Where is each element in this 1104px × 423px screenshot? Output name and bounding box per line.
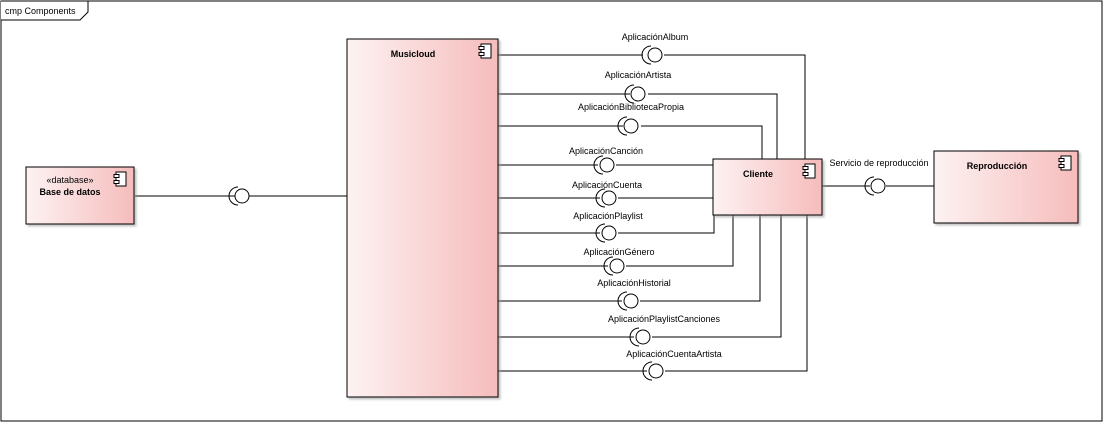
reproduccion-name: Reproducción [967, 161, 1028, 171]
component-database[interactable]: «database» Base de datos [25, 166, 135, 225]
label-playlist-canciones: AplicaciónPlaylistCanciones [608, 314, 721, 324]
interface-playlist-socket [595, 223, 617, 243]
label-playlist: AplicaciónPlaylist [573, 211, 643, 221]
interface-labels: AplicaciónAlbum AplicaciónArtista Aplica… [569, 32, 929, 359]
component-icon [802, 163, 816, 179]
label-cuenta-artista: AplicaciónCuentaArtista [626, 349, 722, 359]
interface-historial-socket [617, 291, 639, 311]
label-historial: AplicaciónHistorial [597, 278, 671, 288]
interface-biblioteca-socket [617, 116, 639, 136]
label-biblioteca: AplicaciónBibliotecaPropia [578, 102, 684, 112]
interface-cuenta-artista-socket [642, 361, 664, 381]
database-name: Base de datos [39, 187, 100, 197]
interface-symbols [228, 45, 886, 381]
label-genero: AplicaciónGénero [583, 247, 654, 257]
component-reproduccion[interactable]: Reproducción [933, 150, 1079, 224]
component-cliente[interactable]: Cliente [712, 158, 823, 216]
interface-artista-socket [624, 84, 646, 104]
label-cuenta: AplicaciónCuenta [572, 180, 642, 190]
database-stereotype: «database» [46, 175, 93, 185]
interface-genero-socket [603, 256, 625, 276]
frame-title: cmp Components [5, 6, 76, 16]
component-icon [1058, 155, 1072, 171]
connectors [135, 54, 934, 372]
label-cancion: AplicaciónCanción [569, 146, 643, 156]
interface-cancion-socket [593, 155, 615, 175]
interface-album-socket [641, 45, 663, 65]
cliente-name: Cliente [743, 169, 773, 179]
interface-playlist-canciones-socket [629, 327, 651, 347]
interface-servicio-socket [864, 176, 886, 196]
label-album: AplicaciónAlbum [622, 32, 689, 42]
component-icon [478, 43, 492, 59]
label-servicio: Servicio de reproducción [829, 158, 928, 168]
musicloud-name: Musicloud [391, 49, 436, 59]
interface-database-socket [228, 186, 250, 206]
interface-cuenta-socket [595, 188, 617, 208]
component-musicloud[interactable]: Musicloud [346, 38, 499, 398]
component-icon [113, 171, 127, 187]
label-artista: AplicaciónArtista [605, 70, 672, 80]
